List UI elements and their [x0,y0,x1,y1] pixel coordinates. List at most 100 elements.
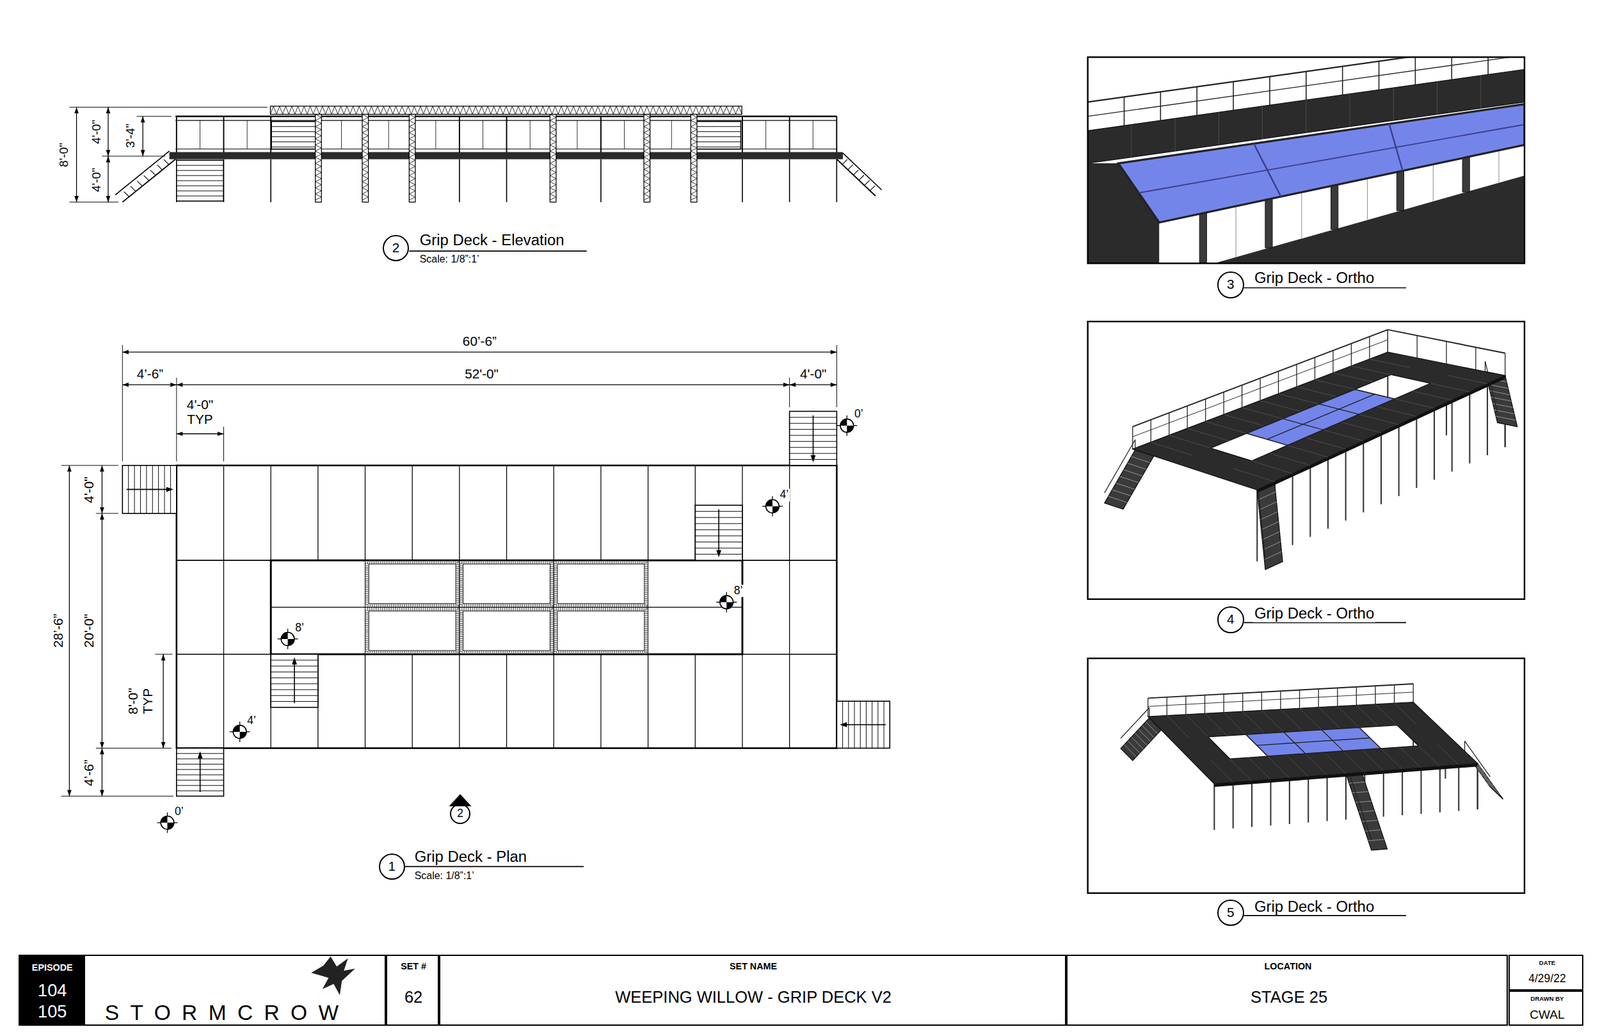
deck-seam [1380,748,1403,770]
arrowhead [170,382,177,388]
truss-column [408,114,416,203]
railing [1148,691,1414,706]
callout-number: 2 [456,807,464,820]
arrowhead [122,382,129,388]
railing-post [835,116,838,153]
deck-seam [1187,428,1229,441]
glass-roof [1118,104,1525,223]
deck-seam [1299,707,1322,730]
title-underline [405,865,584,868]
railing [1132,339,1389,437]
ortho-view [1120,683,1503,850]
stair-tread [853,169,859,175]
deck-seam [412,465,413,560]
dimension-line [122,351,837,352]
wall-seam [1498,150,1500,184]
title-block-cell: SET NAMEWEEPING WILLOW - GRIP DECK V2 [439,954,1067,1026]
stair-tread [695,131,742,132]
deck-seam [1280,709,1303,731]
deck-seam [1349,94,1351,127]
truss-web [362,114,369,201]
deck-leg [1457,764,1460,811]
stair [1256,481,1283,570]
stair-tread [869,185,875,191]
glass-panel-edge [365,606,460,654]
field-label: SET # [400,961,427,972]
view-frame [1088,321,1525,600]
deck-outline [176,465,838,749]
truss-column [1331,184,1339,230]
deck-seam [1267,755,1290,778]
dimension-line [69,465,70,796]
stair-tread [1258,491,1276,500]
deck-leg [600,159,602,203]
stair-tread [124,191,130,197]
stair-tread [1131,736,1144,749]
deck-leg [1486,383,1488,456]
stair-tread [848,164,854,170]
stair-tread [1262,531,1280,539]
deck-seam [1175,118,1176,152]
stair-tread [1355,800,1372,802]
stair-tread [858,175,864,181]
stair-tread [695,126,742,127]
callout-circle: 3 [1217,271,1244,298]
dimension-line [101,747,103,796]
deck-seam [458,465,460,560]
deck-leg [1398,424,1400,496]
stair-tread [1486,782,1500,795]
field-value: WEEPING WILLOW - GRIP DECK V2 [615,986,892,1005]
field-value: 104 [37,980,67,1000]
elevation-marker [720,595,734,609]
deck-seam [1333,372,1373,382]
callout-number: 4 [1226,612,1235,626]
extension-line [154,653,173,655]
extension-line [96,512,119,514]
logo-bird [311,956,356,996]
elevation-marker-label: 8’ [293,621,306,634]
extension-line [789,377,790,408]
arrowhead [99,747,105,754]
dimension-label: 4'-0" [90,166,104,194]
stair-tread [1260,511,1278,520]
truss-web [643,114,651,201]
deck-leg [1383,770,1385,817]
field-label: DATE [1539,959,1556,967]
railing-post [223,116,225,153]
stair-handrail [115,151,170,196]
truss-web [270,106,743,115]
railing-post [1185,695,1186,715]
arrowhead [99,741,105,749]
stair-tread [1142,725,1155,738]
deck-seam [364,654,366,749]
deck-seam [1480,75,1481,109]
dimension-line [76,106,77,202]
deck-seam [1394,398,1435,409]
deck-leg [1451,400,1453,472]
field-value: 4/29/22 [1528,972,1566,985]
railing-post [1416,335,1418,358]
stair-handrail [1464,740,1465,751]
deck-seam [1150,442,1193,456]
stair-tread [1480,773,1494,786]
deck-leg [789,159,791,203]
truss-column [362,114,369,203]
title-underline [408,250,587,252]
deck-leg [1380,432,1382,505]
arrowhead [122,350,129,355]
scale-note: Scale: 1/8”:1’ [413,869,476,882]
arrowhead [176,382,184,388]
deck-leg [1251,780,1253,827]
stair-tread [176,170,224,171]
railing-post [1280,690,1281,710]
dimension-line [107,106,109,157]
stair-tread [1120,476,1139,483]
deck-opening [270,560,743,655]
railing-post [435,120,436,150]
railing [1132,329,1389,427]
stair-tread [1368,839,1385,841]
railing-post [1150,419,1152,443]
railing-post [506,116,508,153]
stair-tread [1261,521,1279,530]
stair-tread [176,165,224,166]
